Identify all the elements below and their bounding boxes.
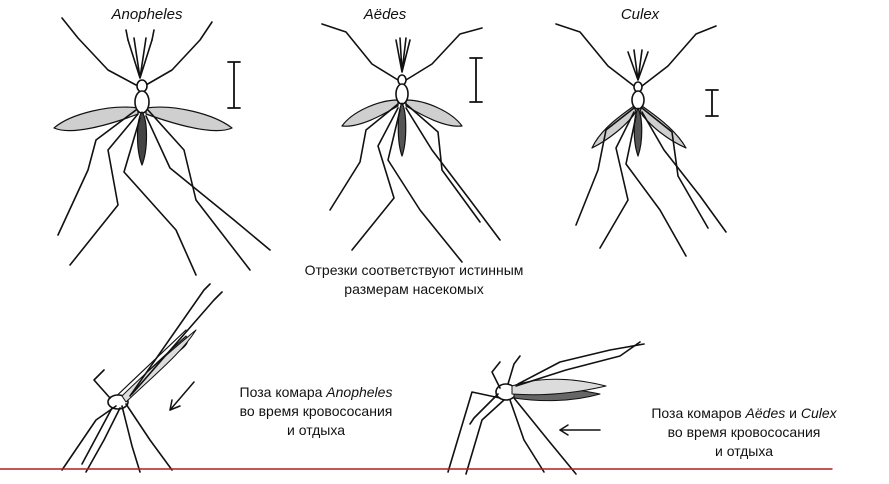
caption-anopheles-line2: во время кровососания: [196, 402, 436, 421]
scale-note: Отрезки соответствуют истинным размерам …: [244, 261, 584, 299]
caption-anopheles-pose: Поза комара Anopheles во время кровососа…: [196, 383, 436, 440]
culex-top-view: [556, 24, 726, 256]
species-label-aedes: Aëdes: [340, 6, 430, 23]
caption-aedes-culex-line3: и отдыха: [608, 442, 880, 461]
caption-anopheles-line3: и отдыха: [196, 421, 436, 440]
anopheles-resting-pose: [62, 284, 222, 472]
caption-anopheles-line1: Поза комара Anopheles: [196, 383, 436, 402]
caption-aedes-culex-line1: Поза комаров Aëdes и Culex: [608, 404, 880, 423]
anopheles-top-view: [54, 18, 270, 275]
aedes-top-view: [322, 24, 500, 262]
caption-aedes-culex-pose: Поза комаров Aëdes и Culex во время кров…: [608, 404, 880, 461]
species-label-culex: Culex: [600, 6, 680, 23]
species-label-anopheles: Anopheles: [92, 6, 202, 23]
scale-note-line1: Отрезки соответствуют истинным: [244, 261, 584, 280]
caption-aedes-culex-line2: во время кровососания: [608, 423, 880, 442]
scale-note-line2: размерам насекомых: [244, 280, 584, 299]
